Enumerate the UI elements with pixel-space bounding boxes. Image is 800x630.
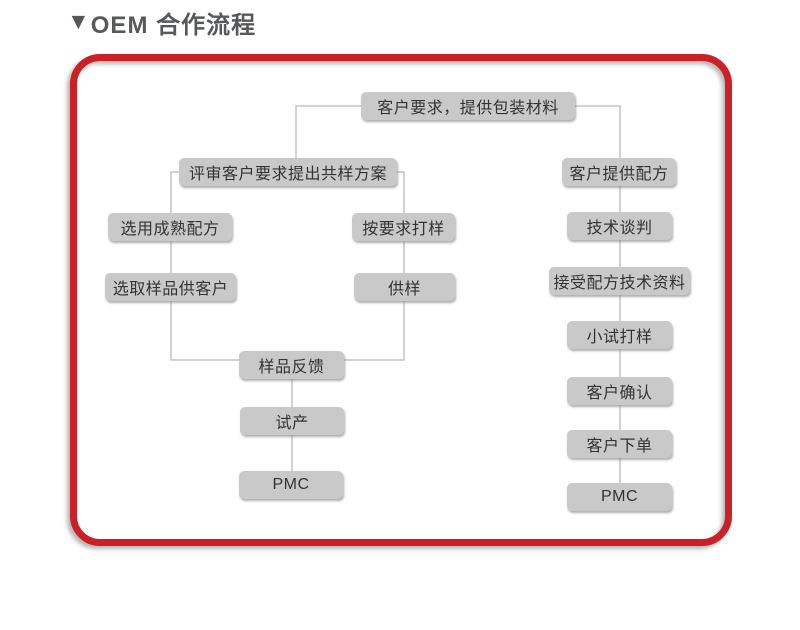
flow-node-mature-formula: 选用成熟配方: [108, 213, 232, 241]
flow-node-pmc-left: PMC: [239, 471, 343, 499]
flow-node-label: 小试打样: [586, 329, 653, 346]
section-marker-icon: ▼: [67, 7, 91, 34]
flow-node-sample-feedback: 样品反馈: [239, 351, 344, 379]
flow-node-review-proposal: 评审客户要求提出共样方案: [179, 158, 397, 186]
flowchart-panel-border: [70, 54, 732, 546]
flow-node-label: 评审客户要求提出共样方案: [188, 166, 387, 183]
flow-node-customer-order: 客户下单: [567, 430, 672, 458]
flow-node-pmc-right: PMC: [567, 483, 672, 511]
flow-node-tech-negotiation: 技术谈判: [567, 212, 672, 240]
flow-node-customer-request: 客户要求，提供包装材料: [361, 92, 575, 120]
connector-supply-sample-to-sample-feedback: [344, 301, 405, 361]
flow-node-label: 选取样品供客户: [112, 281, 229, 298]
connector-customer-request-to-review-proposal: [295, 105, 361, 158]
flow-node-label: 客户提供配方: [569, 166, 669, 183]
flow-node-customer-formula: 客户提供配方: [562, 158, 676, 186]
flow-node-supply-sample: 供样: [354, 273, 455, 301]
flow-node-label: 技术谈判: [586, 220, 653, 237]
flow-node-label: 供样: [387, 281, 421, 298]
connector-review-proposal-to-mature-formula: [170, 171, 179, 213]
flow-node-sample-on-request: 按要求打样: [352, 213, 455, 241]
connector-customer-request-to-customer-formula: [575, 105, 621, 158]
flow-node-label: PMC: [272, 476, 310, 493]
page-title-text: OEM 合作流程: [90, 11, 257, 39]
flow-node-trial-production: 试产: [240, 407, 344, 435]
flow-node-label: 接受配方技术资料: [553, 275, 686, 292]
flow-node-label: 按要求打样: [362, 221, 445, 238]
flow-node-label: 样品反馈: [258, 359, 325, 376]
flow-node-pick-samples: 选取样品供客户: [105, 273, 236, 301]
flow-node-customer-confirm: 客户确认: [567, 377, 672, 405]
connector-review-proposal-to-sample-on-request: [397, 171, 405, 213]
flow-node-label: 选用成熟配方: [120, 221, 220, 238]
flow-node-label: 客户要求，提供包装材料: [377, 100, 559, 117]
page-title: ▼ OEM 合作流程: [67, 7, 257, 39]
flow-node-label: 客户确认: [586, 385, 653, 402]
connector-pick-samples-to-sample-feedback: [170, 301, 239, 361]
flow-node-label: PMC: [600, 488, 639, 505]
flow-node-pilot-sampling: 小试打样: [567, 321, 672, 349]
flow-node-accept-tech-docs: 接受配方技术资料: [549, 267, 690, 295]
flow-node-label: 试产: [275, 415, 309, 432]
flow-node-label: 客户下单: [586, 438, 653, 455]
